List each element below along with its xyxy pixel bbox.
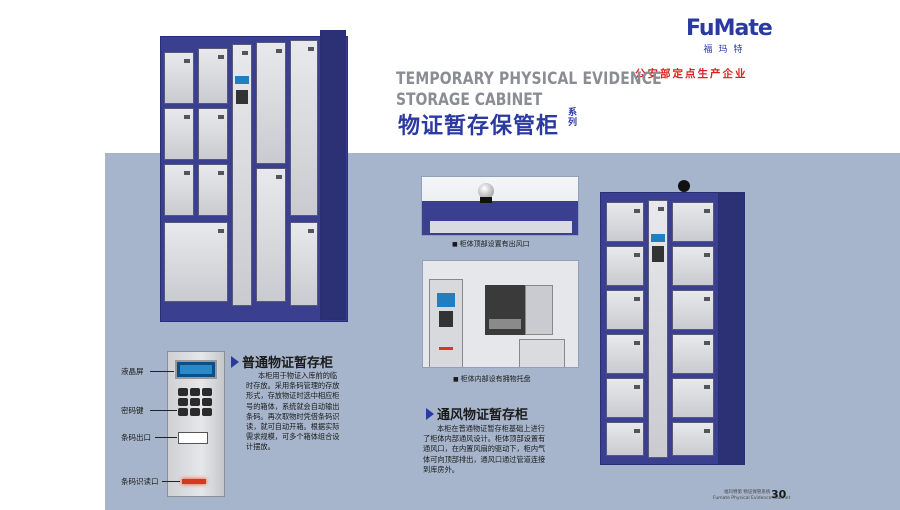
locker-door	[672, 246, 714, 286]
callout-line	[150, 410, 177, 411]
locker-door	[606, 202, 644, 242]
text-line: 本柜用于物证入库前的临	[258, 371, 338, 380]
title-english-line1: TEMPORARY PHYSICAL EVIDENCE	[396, 69, 662, 89]
locker-door	[606, 334, 644, 374]
brand-logo: FuMate 福玛特	[686, 16, 773, 61]
open-door	[525, 285, 553, 335]
text-line: 时存放。采用条码管理的存放	[246, 381, 340, 391]
text-line: 条码。再次取物时凭借条码识	[246, 411, 340, 421]
caption-top-vent: 柜体顶部设置有出风口	[452, 239, 530, 249]
title-chinese: 物证暂存保管柜	[398, 114, 560, 139]
footer-cn: 福玛特第 物证保管系统	[724, 490, 771, 495]
cabinet-lcd	[651, 234, 665, 242]
callout-barcode-out: 条码出口	[121, 433, 151, 442]
section2-title: 通风物证暂存柜	[426, 404, 528, 423]
detail-keypad	[178, 388, 212, 416]
arrow-icon	[231, 356, 239, 368]
vent-outlet-icon	[478, 183, 494, 199]
locker-door	[606, 290, 644, 330]
locker-door	[672, 202, 714, 242]
vent-base	[480, 197, 492, 203]
locker-door	[164, 52, 194, 104]
locker-door	[164, 108, 194, 160]
section2-body: 本柜在普通物证暂存柜基础上进行 了柜体内部通风设计。柜体顶部设置有 通风口，在内…	[423, 424, 545, 475]
callout-line	[162, 481, 180, 482]
locker-door	[606, 246, 644, 286]
callout-line	[150, 371, 174, 372]
callout-keypad: 密码键	[121, 406, 144, 415]
large-cabinet-image	[160, 30, 348, 322]
text-line: 体可向顶部排出，通风口通过管道连接	[423, 454, 546, 464]
locker-door	[290, 40, 318, 216]
text-line: 通风口，在内置风扇的驱动下，柜内气	[423, 444, 546, 454]
photo-inner-tray	[422, 260, 579, 368]
arrow-icon	[426, 408, 434, 420]
detail-barcode-reader	[182, 479, 206, 484]
title-english-line2: STORAGE CABINET	[396, 90, 543, 110]
section2-title-text: 通风物证暂存柜	[437, 408, 529, 423]
control-panel-column	[232, 44, 252, 306]
text-line: 本柜在普通物证暂存柜基础上进行	[437, 424, 545, 433]
section1-title-text: 普通物证暂存柜	[242, 356, 334, 371]
text-line: 到库房外。	[423, 464, 459, 474]
text-line: 计摆放。	[246, 442, 275, 452]
text-line: 形式，存放物证时选中相应柜	[246, 391, 340, 401]
tray	[489, 319, 521, 329]
section1-body: 本柜用于物证入库前的临 时存放。采用条码管理的存放 形式，存放物证时选中相应柜 …	[246, 371, 339, 453]
cabinet-side	[320, 30, 346, 320]
closeup-keypad	[439, 311, 453, 327]
brand-tagline: 公安部定点生产企业	[635, 68, 748, 80]
locker-door	[198, 108, 228, 160]
caption-inner-tray: 柜体内部设有拥物托盘	[453, 374, 531, 384]
page-number: 30	[771, 488, 787, 501]
title-series-label: 系列	[568, 108, 578, 128]
cabinet-keypad	[652, 246, 664, 262]
locker-door	[606, 422, 644, 456]
text-line: 了柜体内部通风设计。柜体顶部设置有	[423, 434, 546, 444]
locker-door	[198, 164, 228, 216]
locker-door	[672, 334, 714, 374]
text-line: 号的箱体，系统就会自动输出	[246, 401, 340, 411]
logo-subtext: 福玛特	[703, 45, 749, 55]
locker-door	[672, 378, 714, 418]
page-header-area	[0, 0, 900, 153]
photo-top-vent	[421, 176, 579, 236]
locker-door	[164, 164, 194, 216]
callout-line	[155, 437, 177, 438]
closeup-reader	[439, 347, 453, 350]
locker-door	[256, 42, 286, 164]
text-line: 读，就可自动开箱。根据实际	[246, 422, 340, 432]
footer-en: Fumate Physical Evidence Cabinet	[713, 496, 791, 501]
detail-barcode-slot	[178, 432, 208, 444]
locker-door	[672, 290, 714, 330]
detail-lcd-screen	[175, 360, 217, 379]
ventilated-cabinet-image	[600, 180, 745, 465]
callout-lcd: 液晶屏	[121, 367, 144, 376]
vent-fan-icon	[678, 180, 690, 192]
locker-door	[164, 222, 228, 302]
locker-door	[606, 378, 644, 418]
cabinet-side	[718, 192, 745, 465]
callout-barcode-reader: 条码识读口	[121, 477, 159, 486]
cabinet-lcd	[235, 76, 249, 84]
control-panel-detail	[167, 351, 225, 497]
control-panel-column	[648, 200, 668, 458]
locker-door	[672, 422, 714, 456]
closeup-lcd	[437, 293, 455, 307]
logo-mark: FuMate	[686, 16, 773, 41]
cabinet-keypad	[236, 90, 248, 104]
locker-door	[256, 168, 286, 302]
text-line: 需求规模，可多个箱体组合设	[246, 432, 340, 442]
cabinet-top-doors	[430, 221, 572, 233]
locker-door	[290, 222, 318, 306]
locker-door	[519, 339, 565, 367]
locker-door	[198, 48, 228, 104]
section1-title: 普通物证暂存柜	[231, 352, 333, 371]
